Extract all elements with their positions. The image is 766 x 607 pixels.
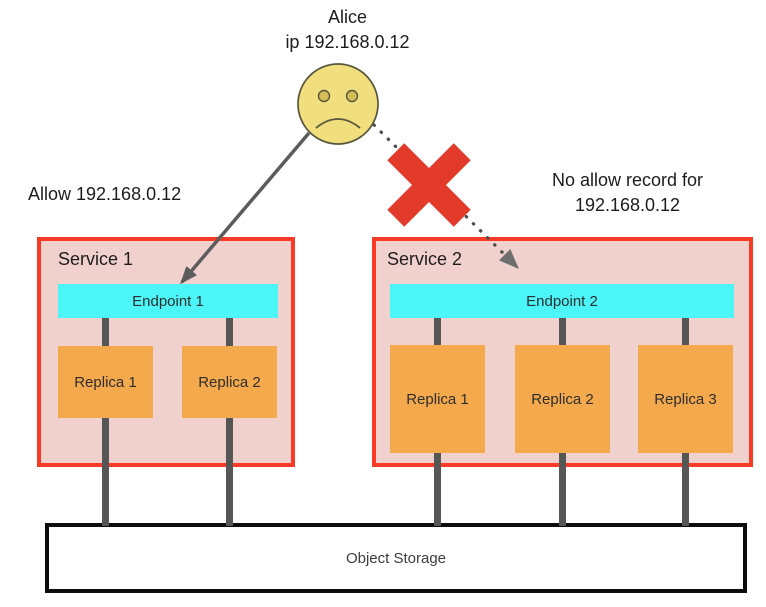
replica-box: Replica 1: [58, 346, 153, 418]
connector-line: [102, 318, 109, 526]
replica-box: Replica 1: [390, 345, 485, 453]
deny-annotation-line2: 192.168.0.12: [574, 195, 681, 215]
deny-annotation: No allow record for 192.168.0.12: [515, 168, 740, 218]
actor-labels: Alice ip 192.168.0.12: [270, 5, 425, 55]
connector-line: [226, 318, 233, 526]
service-2-title: Service 2: [387, 249, 463, 269]
endpoint-1-box: Endpoint 1: [58, 284, 278, 318]
deny-annotation-line1: No allow record for: [551, 170, 704, 190]
sad-face-icon: [297, 63, 379, 145]
replica-box: Replica 2: [515, 345, 610, 453]
allow-annotation: Allow 192.168.0.12: [28, 184, 182, 204]
service-2-box: Service 2 Endpoint 2 Replica 1 Replica 2…: [372, 237, 753, 467]
actor-ip-label: ip 192.168.0.12: [285, 32, 410, 52]
endpoint-2-box: Endpoint 2: [390, 284, 734, 318]
service-1-title: Service 1: [58, 249, 134, 269]
replica-box: Replica 3: [638, 345, 733, 453]
service-1-box: Service 1 Endpoint 1 Replica 1 Replica 2: [37, 237, 295, 467]
blocked-x-icon: [387, 143, 471, 227]
actor-name-label: Alice: [327, 7, 367, 27]
replica-box: Replica 2: [182, 346, 277, 418]
object-storage-box: Object Storage: [45, 523, 747, 593]
